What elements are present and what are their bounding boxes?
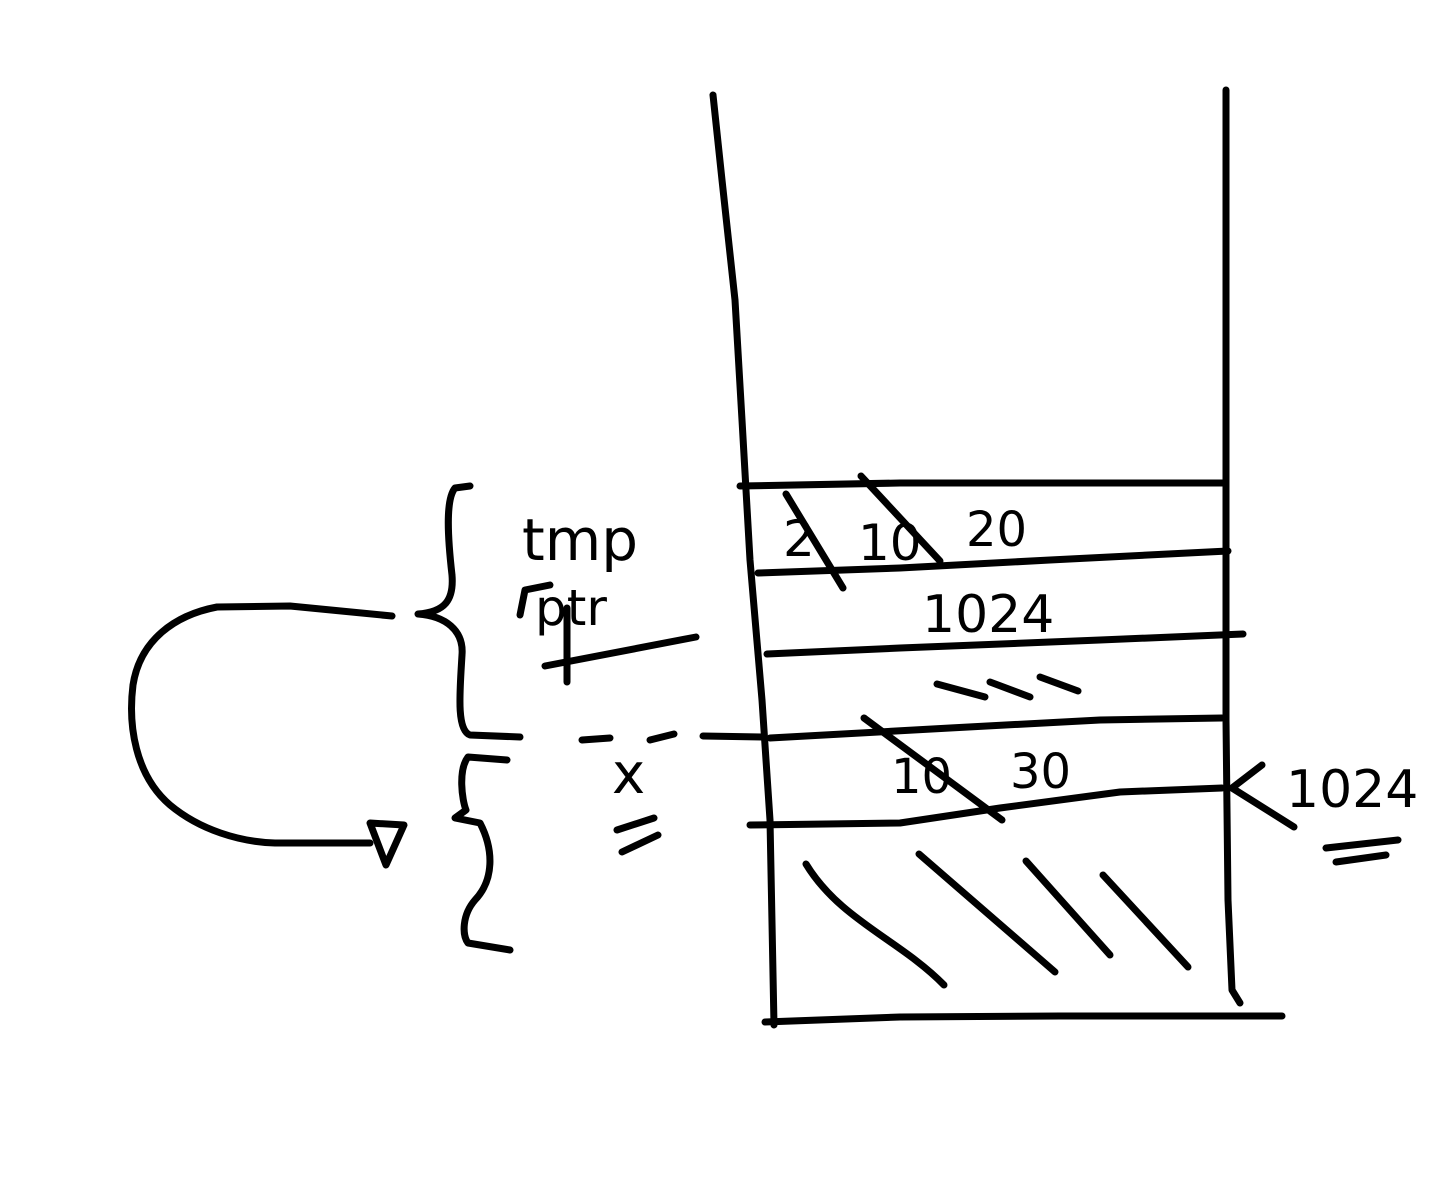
stack-left-wall bbox=[709, 91, 778, 1029]
strike-prev-value bbox=[857, 472, 944, 565]
pointer-arrow bbox=[128, 602, 408, 869]
divider-3 bbox=[766, 714, 1226, 742]
stack-bottom bbox=[761, 1012, 1286, 1026]
x-label-tick bbox=[646, 730, 678, 744]
frame-braces bbox=[414, 482, 524, 954]
hatch-3 bbox=[1022, 857, 1114, 959]
brace-lower bbox=[451, 753, 514, 954]
x-pointer-line bbox=[699, 732, 766, 741]
cell-tmp-current-value: 20 bbox=[966, 502, 1027, 558]
brace-upper bbox=[414, 482, 524, 741]
arrow-curve bbox=[128, 602, 396, 847]
hatch-4 bbox=[1099, 871, 1192, 971]
x-label-underline-1 bbox=[613, 814, 658, 834]
cell-x-current-value: 30 bbox=[1010, 744, 1071, 800]
label-ptr-hook bbox=[516, 581, 554, 619]
address-annotation: 1024 bbox=[1228, 760, 1418, 866]
divider-4 bbox=[746, 784, 1226, 829]
x-label-dash bbox=[578, 734, 614, 744]
strike-x-old-value bbox=[860, 714, 1006, 824]
unused-dash-1 bbox=[933, 680, 989, 701]
stack-cell-tmp: 2 10 20 bbox=[782, 472, 1027, 592]
stack-cell-hatched bbox=[802, 850, 1192, 989]
label-address: 1024 bbox=[1286, 760, 1418, 820]
strike-old-value bbox=[782, 490, 847, 592]
label-x: x bbox=[612, 742, 645, 807]
stack-right-wall bbox=[1222, 86, 1244, 1007]
stack-cell-unused bbox=[933, 673, 1082, 701]
cell-ptr-value: 1024 bbox=[922, 585, 1054, 645]
frame-labels: tmp ptr bbox=[516, 506, 700, 686]
unused-dash-2 bbox=[986, 678, 1034, 701]
arrow-head bbox=[366, 819, 408, 869]
x-label-group: x bbox=[578, 730, 766, 856]
hatch-1 bbox=[802, 860, 948, 989]
stack-frame bbox=[709, 86, 1286, 1029]
unused-dash-3 bbox=[1036, 673, 1082, 695]
stack-cell-x: 10 30 bbox=[860, 714, 1071, 824]
divider-2 bbox=[763, 630, 1247, 658]
address-underline-1 bbox=[1322, 836, 1402, 852]
label-tmp: tmp bbox=[522, 506, 638, 574]
divider-top bbox=[736, 479, 1230, 490]
hatch-2 bbox=[915, 850, 1059, 976]
address-underline-2 bbox=[1332, 851, 1390, 866]
x-label-underline-2 bbox=[618, 831, 662, 856]
cell-tmp-prev-value: 10 bbox=[858, 514, 922, 572]
stack-cell-ptr: 1024 bbox=[922, 585, 1054, 645]
address-pointer bbox=[1228, 761, 1298, 831]
